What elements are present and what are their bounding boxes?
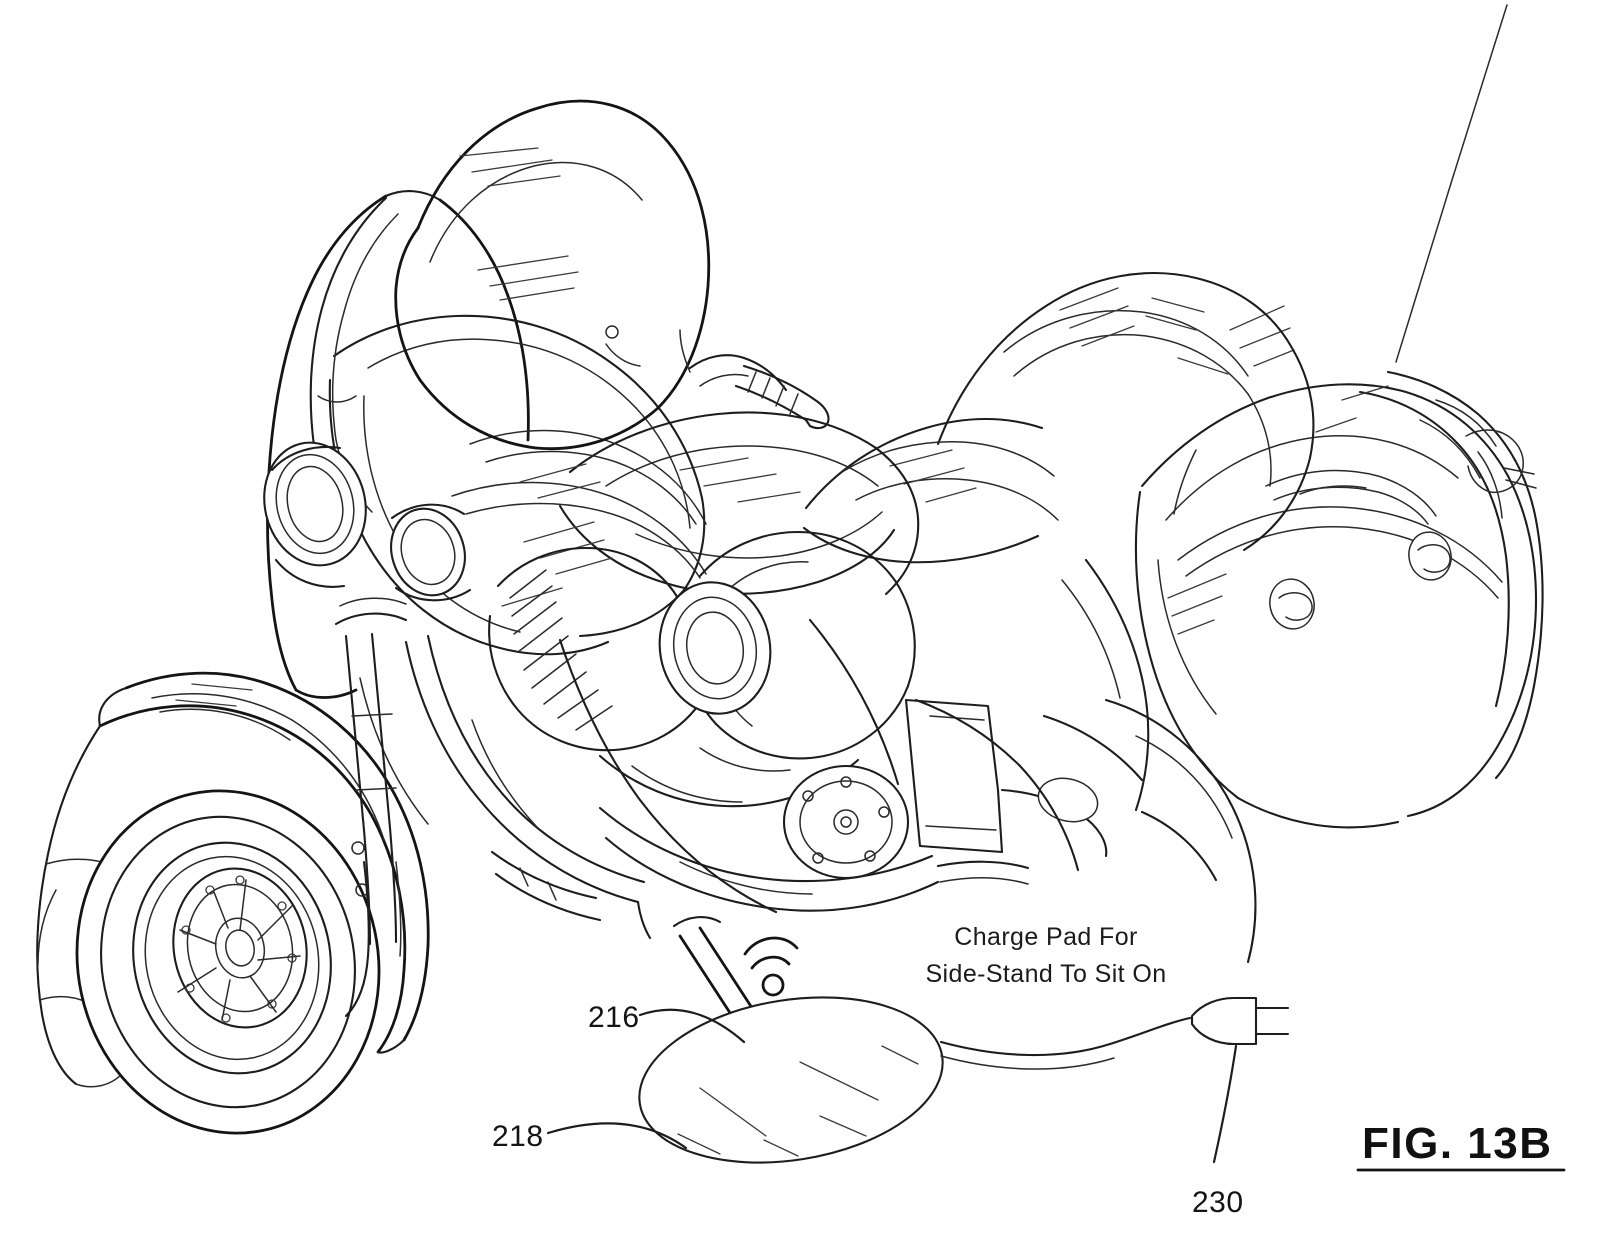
rider-seat [802,418,1059,564]
headlight-assembly [263,441,472,602]
rear-seat [936,272,1315,552]
front-wheel [75,789,381,1135]
caption-block: Charge Pad For Side-Stand To Sit On [925,923,1166,988]
ref-numeral-218: 218 [492,1120,544,1153]
caption-line-1: Charge Pad For [954,923,1137,951]
rear-wheel [1104,698,1257,964]
figure-label-text: FIG. 13B [1362,1119,1553,1168]
engine [488,530,916,808]
power-plug [1190,996,1290,1046]
rear-turn-signal [1465,429,1537,494]
front-forks [334,597,408,1018]
rear-fender [1358,370,1544,780]
wireless-charge-icon [743,936,799,997]
handlebar [679,329,830,430]
windshield [394,99,711,451]
figure-label: FIG. 13B [1356,1119,1566,1172]
caption-line-2: Side-Stand To Sit On [925,960,1166,988]
antenna [1395,4,1508,363]
saddlebag [1134,305,1538,829]
engine-guard [359,634,652,940]
ref-numeral-230: 230 [1192,1186,1244,1219]
front-fairing [266,190,707,699]
ref-numeral-216: 216 [588,1001,640,1034]
front-fender [36,671,430,1088]
primary-cover [782,764,910,880]
fuel-tank [558,411,920,596]
transmission-case [904,698,1108,858]
leader-lines [546,1008,1238,1164]
frame [558,558,1150,914]
floorboard [490,850,602,922]
power-cord [939,1016,1192,1070]
charge-pad [638,996,944,1164]
